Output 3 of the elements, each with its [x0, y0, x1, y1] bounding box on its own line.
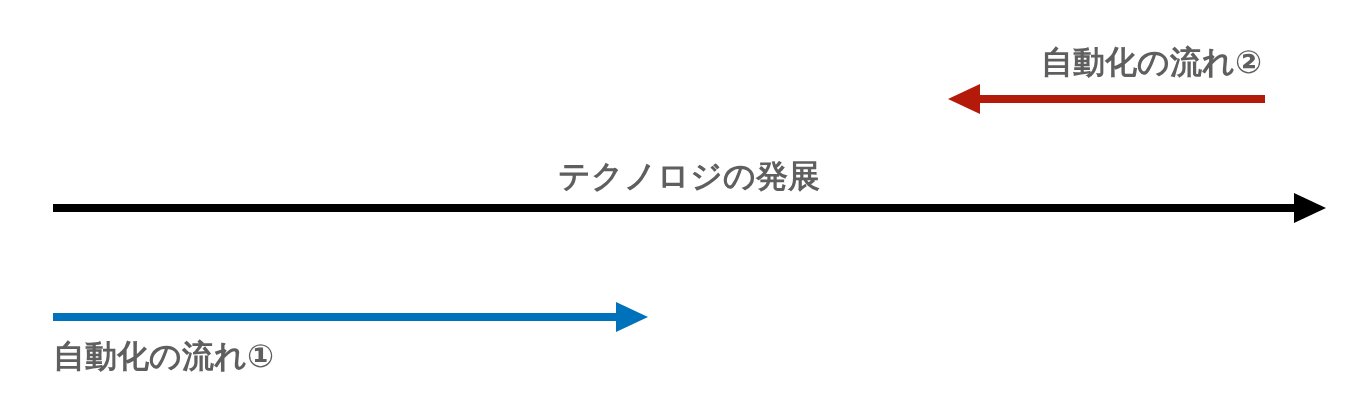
- arrow-label: 自動化の流れ②: [1040, 46, 1262, 78]
- arrow-label: テクノロジの発展: [558, 160, 820, 192]
- arrow-label: 自動化の流れ①: [53, 340, 275, 372]
